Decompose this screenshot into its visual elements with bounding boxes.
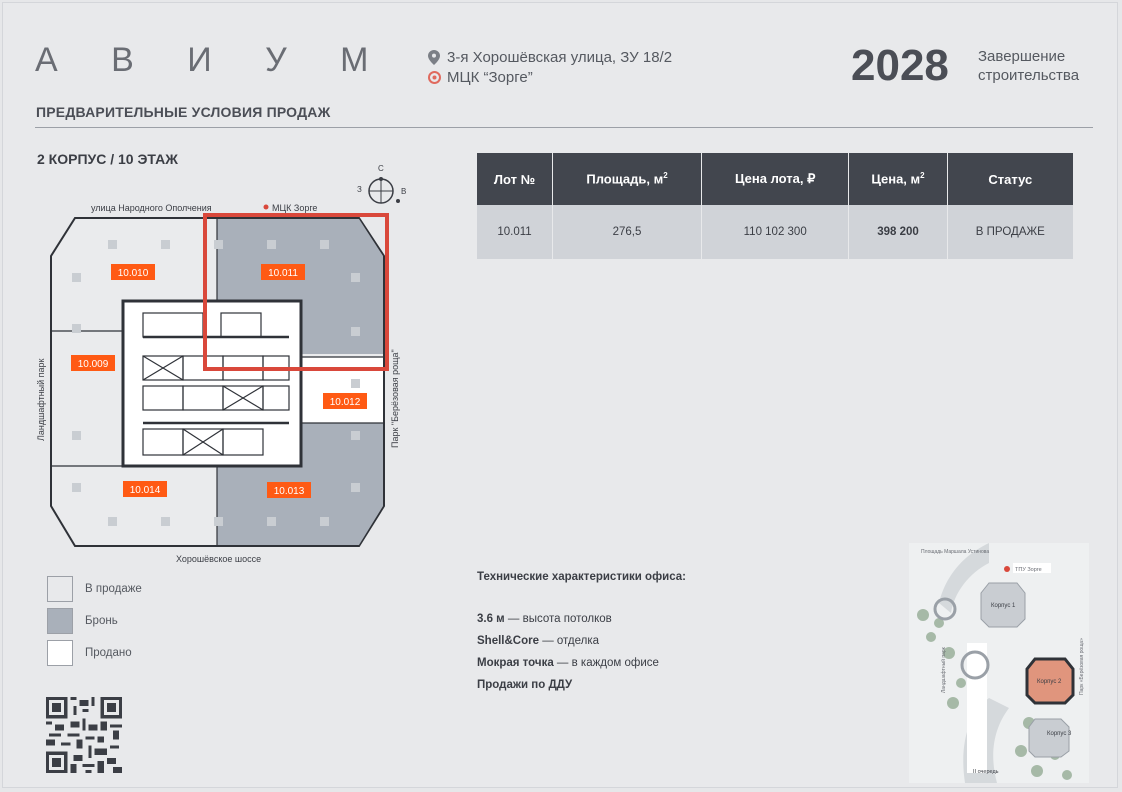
table-row[interactable]: 10.011 276,5 110 102 300 398 200 В ПРОДА… — [477, 205, 1073, 259]
col-lot: Лот № — [477, 153, 554, 205]
unit-tag-10.010[interactable]: 10.010 — [111, 264, 155, 280]
brand-logo: А В И У М — [35, 41, 391, 79]
park-left-label: Ландшафтный парк — [36, 358, 46, 441]
cell-price: 110 102 300 — [701, 205, 850, 259]
unit-label: 10.014 — [130, 485, 161, 496]
unit-label: 10.009 — [78, 359, 109, 370]
unit-label: 10.010 — [118, 268, 149, 279]
legend-label: Продано — [85, 647, 132, 659]
street-top-label: улица Народного Ополчения — [91, 203, 212, 213]
cell-area: 276,5 — [552, 205, 703, 259]
col-price: Цена лота, ₽ — [701, 153, 850, 205]
page-subtitle: ПРЕДВАРИТЕЛЬНЫЕ УСЛОВИЯ ПРОДАЖ — [36, 104, 331, 120]
map-k3-label: Корпус 3 — [1047, 731, 1072, 737]
unit-tag-10.011[interactable]: 10.011 — [261, 264, 305, 280]
unit-label: 10.011 — [268, 268, 298, 279]
legend-swatch — [47, 576, 73, 602]
metro-icon — [427, 70, 441, 84]
divider — [35, 127, 1093, 128]
lots-table: Лот № Площадь, м2 Цена лота, ₽ Цена, м2 … — [477, 153, 1073, 259]
map-stage-label: II очередь — [973, 769, 999, 775]
col-area: Площадь, м2 — [552, 153, 703, 205]
map-park-right-label: Парк «Берёзовая роща» — [1079, 638, 1085, 695]
list-item: Мокрая точка — в каждом офисе — [477, 657, 659, 669]
cell-price-m2: 398 200 — [848, 205, 948, 259]
map-k2-label: Корпус 2 — [1037, 679, 1062, 685]
legend-item-reserved: Бронь — [47, 605, 142, 637]
unit-walls — [51, 219, 383, 545]
qr-code-icon[interactable] — [46, 697, 122, 773]
unit-label: 10.012 — [330, 397, 361, 408]
floor-plan: С З В улица Народного Ополчения МЦК Зорг… — [36, 164, 406, 564]
table-header-row: Лот № Площадь, м2 Цена лота, ₽ Цена, м2 … — [477, 153, 1073, 205]
legend-label: Бронь — [85, 615, 118, 627]
location-pin-icon — [427, 49, 441, 65]
site-map: Площадь Маршала Устинова ТПУ Зорге Корпу… — [909, 543, 1089, 783]
metro-dot-icon — [263, 204, 269, 210]
compass-icon: С З В — [357, 164, 406, 204]
map-square-label: Площадь Маршала Устинова — [921, 549, 989, 555]
legend-swatch — [47, 640, 73, 666]
window-markers — [72, 240, 360, 526]
unit-label: 10.013 — [274, 486, 305, 497]
map-park-left-label: Ландшафтный парк — [940, 646, 947, 693]
floor-title: 2 КОРПУС / 10 ЭТАЖ — [37, 151, 178, 167]
unit-tag-10.014[interactable]: 10.014 — [123, 481, 167, 497]
compass-west: З — [357, 185, 362, 194]
building-core — [121, 299, 303, 468]
completion-label: Завершение строительства — [978, 48, 1080, 84]
address-block: 3-я Хорошёвская улица, ЗУ 18/2 МЦК “Зорг… — [427, 47, 672, 87]
legend-swatch — [47, 608, 73, 634]
unit-tag-10.013[interactable]: 10.013 — [267, 482, 311, 498]
cell-lot: 10.011 — [477, 205, 554, 259]
selected-unit-highlight — [203, 213, 389, 371]
unit-tag-10.012[interactable]: 10.012 — [323, 393, 367, 409]
unit-tag-10.009[interactable]: 10.009 — [71, 355, 115, 371]
legend-item-available: В продаже — [47, 573, 142, 605]
list-item: 3.6 м — высота потолков — [477, 613, 612, 625]
tech-list: 3.6 м — высота потолков Shell&Core — отд… — [477, 613, 659, 701]
station-text: МЦК “Зорге” — [447, 68, 533, 86]
compass-east: В — [401, 187, 406, 196]
completion-year: 2028 — [851, 41, 949, 90]
map-k1-label: Корпус 1 — [991, 603, 1016, 609]
col-status: Статус — [947, 153, 1073, 205]
address-text: 3-я Хорошёвская улица, ЗУ 18/2 — [447, 48, 673, 66]
legend-label: В продаже — [85, 583, 142, 595]
tech-title: Технические характеристики офиса: — [477, 571, 686, 583]
list-item: Shell&Core — отделка — [477, 635, 600, 647]
legend-item-sold: Продано — [47, 637, 142, 669]
legend: В продаже Бронь Продано — [47, 573, 142, 669]
address-row: 3-я Хорошёвская улица, ЗУ 18/2 — [427, 47, 672, 67]
street-bottom-label: Хорошёвское шоссе — [176, 554, 261, 564]
station-row: МЦК “Зорге” — [427, 67, 672, 87]
map-ttu-label: ТПУ Зорге — [1015, 567, 1042, 573]
unit-10.012-area[interactable] — [301, 357, 383, 423]
col-price-m2: Цена, м2 — [848, 153, 948, 205]
metro-label: МЦК Зорге — [272, 203, 317, 213]
cell-status: В ПРОДАЖЕ — [947, 205, 1073, 259]
park-right-label: Парк "Берёзовая роща" — [390, 349, 400, 448]
compass-north: С — [378, 164, 384, 173]
list-item: Продажи по ДДУ — [477, 679, 573, 691]
